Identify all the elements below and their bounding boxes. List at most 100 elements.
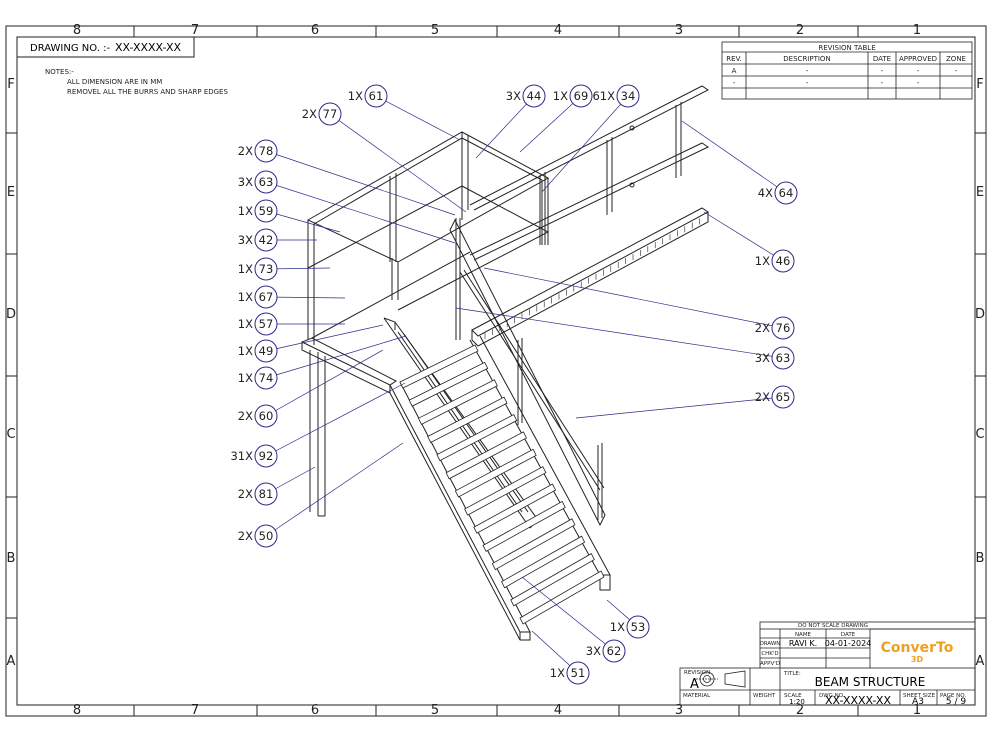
- balloon-item-number: 46: [776, 254, 791, 268]
- balloon-item-number: 76: [776, 321, 791, 335]
- balloon: 53 1X: [606, 599, 650, 639]
- balloon-circle: [254, 444, 278, 468]
- revision-row1-zone: -: [955, 67, 958, 75]
- balloon-item-number: 44: [527, 89, 542, 103]
- zone-row-label: C: [6, 427, 15, 442]
- balloon-leader: [329, 113, 467, 213]
- notes-title: NOTES:-: [45, 68, 74, 76]
- dwg-no-value: XX-XXXX-XX: [825, 694, 891, 707]
- drawing-number-label: DRAWING NO. :-: [30, 43, 110, 54]
- drawn-name: RAVI K.: [789, 639, 817, 648]
- stair-tread: [436, 413, 518, 462]
- balloon-leader: [681, 120, 787, 194]
- balloon-quantity: 2X: [755, 390, 770, 404]
- balloon-quantity: 1X: [238, 204, 253, 218]
- stair-tread: [445, 431, 527, 480]
- balloon-item-number: 78: [259, 144, 274, 158]
- page-no-value: 5 / 9: [946, 697, 966, 707]
- revision-table: [721, 41, 973, 100]
- zone-row-label: F: [7, 77, 14, 92]
- balloon-circle: [254, 339, 278, 363]
- balloon-leader: [265, 150, 456, 216]
- balloon-circle: [774, 181, 798, 205]
- zone-column-label: 7: [191, 23, 199, 38]
- outer-handrail-lower: [459, 269, 605, 491]
- balloon-quantity: 1X: [238, 262, 253, 276]
- balloon-quantity: 1X: [348, 89, 363, 103]
- stair-tread: [399, 344, 479, 389]
- landing-frame-mid: [307, 185, 550, 311]
- revision-header-rev: REV.: [726, 55, 741, 63]
- revision-row1-approved: -: [917, 67, 920, 75]
- balloon-quantity: 1X: [238, 371, 253, 385]
- upper-beam-bottom: [471, 212, 709, 347]
- zone-column-label: 8: [73, 23, 81, 38]
- balloon-circle: [771, 346, 795, 370]
- zone-column-label: 3: [675, 23, 683, 38]
- scale-value: 1:20: [789, 698, 805, 706]
- revision-row1-description: -: [806, 67, 809, 75]
- revision-row2-approved: -: [917, 79, 920, 87]
- dwg-no-label: DWG NO.: [819, 693, 845, 699]
- stair-tread: [501, 535, 586, 589]
- landing-platform: [300, 337, 397, 386]
- zone-column-label: 6: [311, 703, 319, 718]
- balloon-circle: [254, 170, 278, 194]
- zone-row-label: F: [976, 77, 983, 92]
- revision-header-description: DESCRIPTION: [783, 55, 830, 63]
- balloon-item-number: 53: [631, 620, 646, 634]
- right-stringer-bottom: [599, 575, 611, 591]
- zone-column-label: 8: [73, 703, 81, 718]
- balloon-quantity: 1X: [553, 89, 568, 103]
- zone-column-label: 1: [913, 703, 921, 718]
- zone-column-label: 2: [796, 703, 804, 718]
- balloon-leader: [541, 95, 629, 193]
- zone-row-label: C: [975, 427, 984, 442]
- balloon-quantity: 2X: [302, 107, 317, 121]
- upper-guardrail-mid: [469, 142, 710, 261]
- zone-column-label: 3: [675, 703, 683, 718]
- balloon-circle: [771, 385, 795, 409]
- balloon-leader: [521, 576, 615, 652]
- balloon-quantity: 1X: [610, 620, 625, 634]
- balloon-quantity: 1X: [550, 666, 565, 680]
- inner-border: [16, 36, 976, 706]
- revision-label: REVISION: [684, 670, 710, 676]
- balloon-circle: [771, 316, 795, 340]
- landing-platform-edge: [301, 251, 471, 394]
- balloon-leader: [265, 442, 404, 537]
- balloon: 74 1X: [238, 335, 407, 390]
- balloon-item-number: 62: [607, 644, 622, 658]
- balloon-item-number: 63: [259, 175, 274, 189]
- rail-bolt-1: [629, 125, 635, 131]
- balloon-item-number: 59: [259, 204, 274, 218]
- balloon-item-number: 74: [259, 371, 274, 385]
- zone-column-label: 5: [431, 703, 439, 718]
- balloon-leader: [575, 396, 784, 419]
- revision-row1-rev: A: [732, 67, 737, 75]
- support-columns: [309, 350, 326, 517]
- stair-tread: [519, 570, 605, 625]
- stair-tread: [417, 379, 498, 425]
- balloon-circle: [254, 257, 278, 281]
- drawing-number-value: XX-XXXX-XX: [115, 41, 181, 54]
- balloon-leader: [265, 324, 384, 352]
- balloon-quantity: 2X: [238, 529, 253, 543]
- zone-row-label: E: [7, 185, 15, 200]
- page-no-label: PAGE NO.: [940, 693, 966, 699]
- stair-treads: [399, 344, 605, 625]
- rail-bolt-2: [629, 182, 635, 188]
- checked-label: CHK'D: [761, 651, 778, 657]
- balloon-item-number: 51: [571, 666, 586, 680]
- left-stringer: [389, 381, 531, 633]
- balloon-leader: [475, 95, 535, 159]
- zone-row-label: D: [975, 307, 985, 322]
